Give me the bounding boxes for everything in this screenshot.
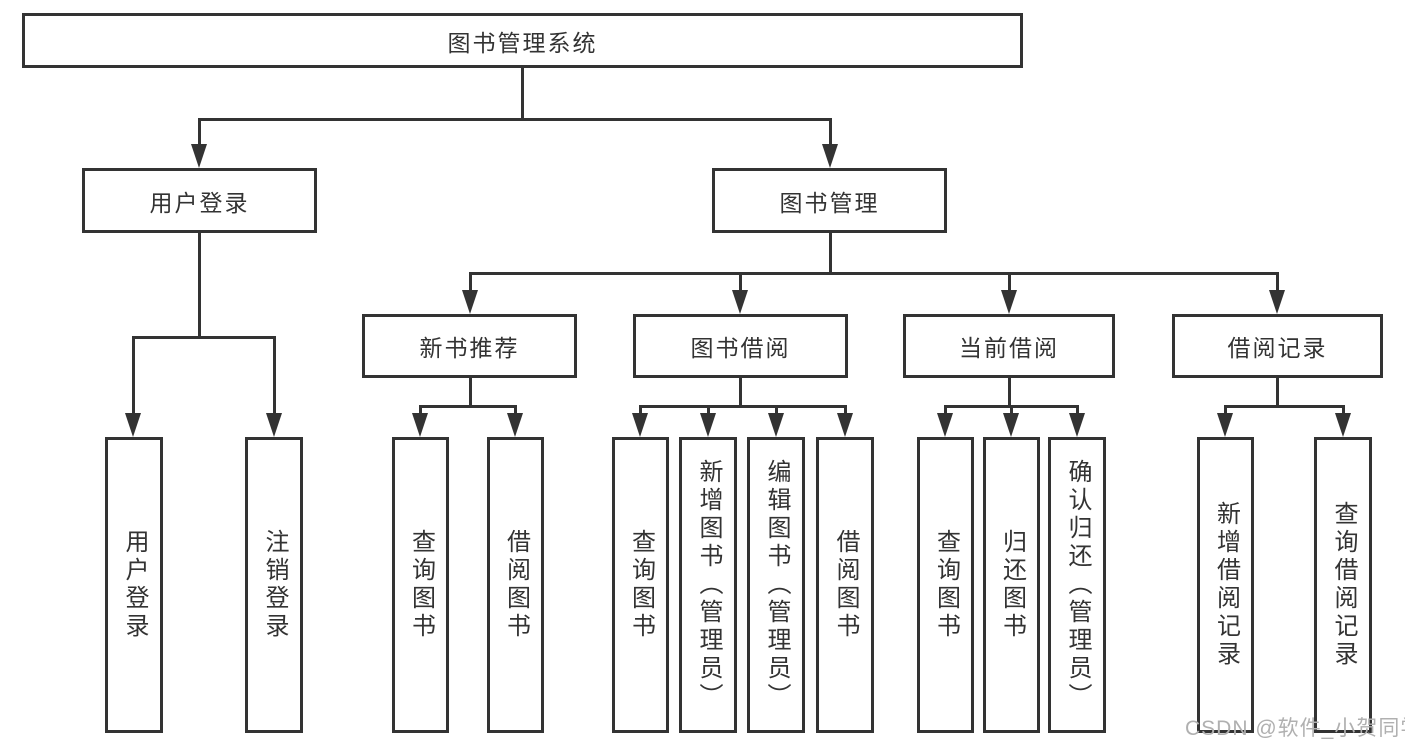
csdn-watermark: CSDN @软件_小贺同学 <box>1185 717 1405 740</box>
connector-line <box>520 68 524 120</box>
leaf-add-book-admin: 新增图书（管理员） <box>679 437 737 733</box>
connector-line <box>1075 405 1079 417</box>
connector-line <box>1007 272 1011 294</box>
arrowhead-icon <box>732 290 748 314</box>
connector-line <box>468 272 472 294</box>
node-user-login: 用户登录 <box>82 168 317 233</box>
leaf-borrow-books-2: 借阅图书 <box>816 437 874 733</box>
leaf-add-borrow-record: 新增借阅记录 <box>1197 437 1254 733</box>
connector-line <box>1007 378 1011 408</box>
arrowhead-icon <box>632 413 648 437</box>
node-current-borrowing: 当前借阅 <box>903 314 1115 378</box>
arrowhead-icon <box>837 413 853 437</box>
connector-line <box>1275 378 1279 408</box>
arrowhead-icon <box>937 413 953 437</box>
arrowhead-icon <box>1001 290 1017 314</box>
arrowhead-icon <box>700 413 716 437</box>
leaf-user-login: 用户登录 <box>105 437 163 733</box>
arrowhead-icon <box>1003 413 1019 437</box>
connector-line <box>1275 272 1279 294</box>
connector-line <box>197 118 201 150</box>
leaf-query-books-2: 查询图书 <box>612 437 669 733</box>
leaf-query-books-1: 查询图书 <box>392 437 449 733</box>
arrowhead-icon <box>1069 413 1085 437</box>
leaf-borrow-books-1: 借阅图书 <box>487 437 544 733</box>
connector-line <box>131 336 276 339</box>
leaf-return-book: 归还图书 <box>983 437 1040 733</box>
leaf-edit-book-admin: 编辑图书（管理员） <box>747 437 805 733</box>
connector-line <box>943 405 947 417</box>
arrowhead-icon <box>507 413 523 437</box>
node-borrow-records: 借阅记录 <box>1172 314 1383 378</box>
arrowhead-icon <box>266 413 282 437</box>
arrowhead-icon <box>1335 413 1351 437</box>
connector-line <box>828 233 832 275</box>
connector-line <box>418 405 517 408</box>
connector-line <box>638 405 847 408</box>
connector-line <box>197 118 832 121</box>
arrowhead-icon <box>412 413 428 437</box>
leaf-query-books-3: 查询图书 <box>917 437 974 733</box>
connector-line <box>131 336 135 418</box>
connector-line <box>197 233 201 339</box>
connector-line <box>468 272 1279 275</box>
connector-line <box>828 118 832 150</box>
node-system-root: 图书管理系统 <box>22 13 1023 68</box>
node-book-management: 图书管理 <box>712 168 947 233</box>
node-new-book-recommend: 新书推荐 <box>362 314 577 378</box>
arrowhead-icon <box>1217 413 1233 437</box>
arrowhead-icon <box>462 290 478 314</box>
connector-line <box>843 405 847 417</box>
connector-line <box>418 405 422 417</box>
connector-line <box>738 272 742 294</box>
connector-line <box>638 405 642 417</box>
arrowhead-icon <box>768 413 784 437</box>
node-book-borrowing: 图书借阅 <box>633 314 848 378</box>
connector-line <box>1223 405 1227 417</box>
connector-line <box>1223 405 1345 408</box>
connector-line <box>738 378 742 408</box>
connector-line <box>706 405 710 417</box>
leaf-query-borrow-record: 查询借阅记录 <box>1314 437 1372 733</box>
connector-line <box>513 405 517 417</box>
leaf-logout: 注销登录 <box>245 437 303 733</box>
arrowhead-icon <box>822 144 838 168</box>
connector-line <box>774 405 778 417</box>
arrowhead-icon <box>125 413 141 437</box>
arrowhead-icon <box>191 144 207 168</box>
connector-line <box>272 336 276 418</box>
connector-line <box>1341 405 1345 417</box>
leaf-confirm-return-admin: 确认归还（管理员） <box>1048 437 1106 733</box>
connector-line <box>468 378 472 408</box>
arrowhead-icon <box>1269 290 1285 314</box>
connector-line <box>1009 405 1013 417</box>
